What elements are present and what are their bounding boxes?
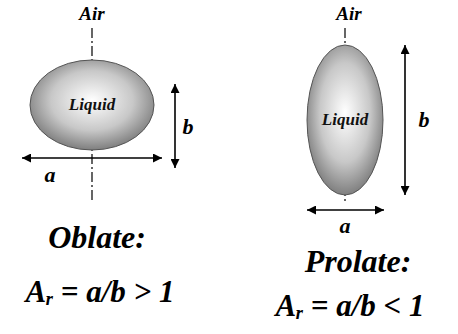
shape-caption: Oblate: xyxy=(48,220,146,255)
medium-label: Air xyxy=(336,4,361,25)
liquid-drop: Liquid xyxy=(306,44,384,196)
dimension-arrow xyxy=(307,209,384,211)
dimension-label: b xyxy=(183,115,194,139)
aspect-ratio-formula: Aᵣ = a/b > 1 xyxy=(25,275,174,309)
drop-label: Liquid xyxy=(306,44,384,196)
shape-caption: Prolate: xyxy=(305,244,412,279)
dimension-arrow xyxy=(174,84,176,168)
liquid-drop: Liquid xyxy=(29,59,155,151)
dimension-arrow xyxy=(404,45,406,195)
dimension-label: a xyxy=(45,163,56,187)
drop-label: Liquid xyxy=(29,59,155,151)
aspect-ratio-formula: Aᵣ = a/b < 1 xyxy=(275,289,424,323)
dimension-label: a xyxy=(340,214,351,238)
medium-label: Air xyxy=(79,4,104,25)
dimension-label: b xyxy=(419,108,430,132)
dimension-arrow xyxy=(22,157,162,159)
